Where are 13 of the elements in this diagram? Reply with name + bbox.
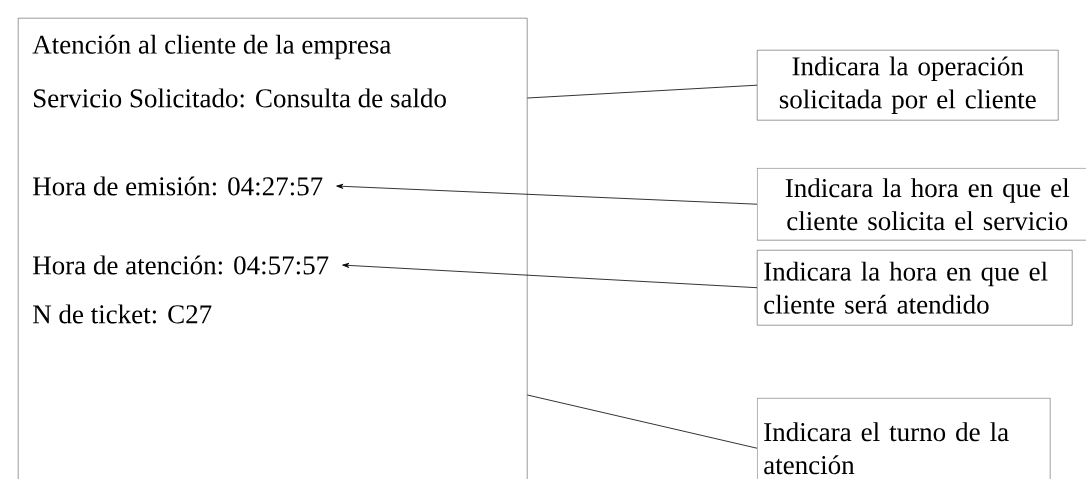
ticket-field: Hora de atención: 04:57:57: [33, 255, 329, 275]
arrow: [336, 183, 758, 205]
leader-line: [527, 394, 758, 449]
ticket-text: Atención al cliente de la empresa: [32, 34, 391, 60]
ticket-text: Servicio Solicitado: Consulta de saldo: [34, 88, 446, 108]
ticket-text: N de ticket: C27: [33, 304, 212, 324]
arrow: [342, 262, 758, 289]
ticket-field: Hora de emisión: 04:27:57: [33, 176, 323, 196]
callout-box: Indicara el turno de la atención: [757, 398, 1051, 479]
leader-line: [527, 84, 758, 99]
callout-box: Indicara la operación solicitada por el cliente: [757, 50, 1059, 121]
callout-box: Indicara la hora en que el cliente será atendido: [757, 250, 1073, 326]
callout-box: Indicara la hora en que el cliente solicita el servicio: [757, 168, 1086, 241]
